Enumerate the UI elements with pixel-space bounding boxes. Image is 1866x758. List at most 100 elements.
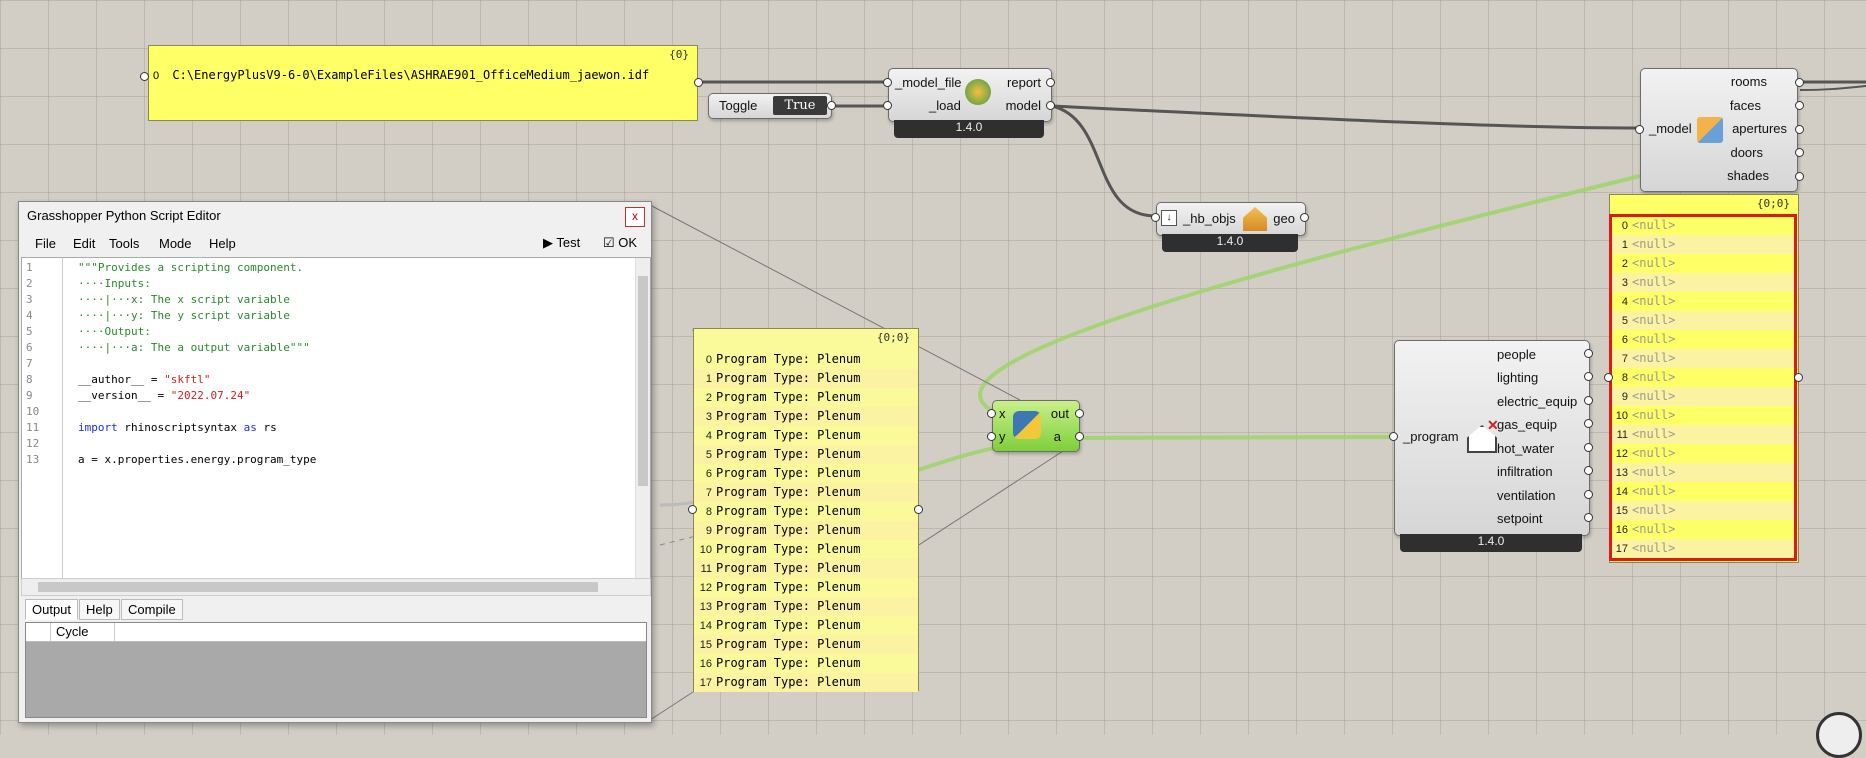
code-line: ····|···a: The a output variable""" (78, 341, 310, 354)
honeybee-energy-icon (965, 79, 991, 105)
output-list[interactable]: Cycle (25, 622, 647, 718)
output-grip[interactable] (1795, 148, 1804, 157)
input-model-file: _model_file (895, 75, 962, 90)
column-cycle: Cycle (56, 624, 89, 639)
input-grip[interactable] (987, 409, 996, 418)
null-output-panel[interactable]: {0;0} 0<null>1<null>2<null>3<null>4<null… (1609, 194, 1799, 563)
navigation-compass-icon[interactable] (1816, 712, 1862, 758)
lens-line-top (649, 204, 1021, 401)
line-number: 4 (26, 309, 33, 322)
menu-mode[interactable]: Mode (159, 236, 192, 251)
output-grip[interactable] (1584, 396, 1593, 405)
output-grip[interactable] (1584, 443, 1593, 452)
tab-help[interactable]: Help (79, 599, 120, 620)
close-icon: ✕ (1487, 417, 1499, 433)
deconstruct-program-component[interactable]: _program ✕ people lighting electric_equi… (1394, 340, 1590, 536)
output-header: Cycle (26, 623, 646, 642)
tab-output[interactable]: Output (25, 599, 79, 620)
ok-button[interactable]: ☑ OK (603, 235, 638, 250)
load-model-component[interactable]: _model_file _load report model (888, 68, 1052, 122)
line-number: 12 (26, 437, 40, 450)
output-people: people (1497, 347, 1537, 362)
input-grip[interactable] (1151, 213, 1160, 222)
output-grip[interactable] (1795, 125, 1804, 134)
input-grip[interactable] (883, 78, 892, 87)
list-item: 4<null> (1621, 294, 1676, 308)
list-item: 11<null> (1610, 425, 1798, 444)
output-hot-water: hot_water (1497, 441, 1555, 456)
line-number: 10 (26, 405, 40, 418)
window-title: Grasshopper Python Script Editor (27, 208, 221, 223)
python-script-component[interactable]: x y out a (992, 400, 1080, 452)
output-grip[interactable] (1300, 213, 1309, 222)
output-grip[interactable] (1584, 513, 1593, 522)
python-script-editor-window[interactable]: Grasshopper Python Script Editor x File … (18, 201, 652, 723)
checkmark-icon: ☑ (603, 235, 615, 250)
output-grip[interactable] (827, 101, 836, 110)
line-number: 9 (26, 389, 33, 402)
list-item: 9<null> (1610, 387, 1798, 406)
output-grip[interactable] (1794, 373, 1803, 382)
input-grip[interactable] (1389, 432, 1398, 441)
line-number: 11 (26, 421, 40, 434)
menu-edit[interactable]: Edit (73, 236, 96, 251)
output-rooms: rooms (1730, 74, 1767, 89)
input-grip[interactable] (1635, 125, 1644, 134)
code-line: ····Inputs: (78, 277, 151, 290)
arrow-down-icon: ↓ (1161, 210, 1177, 226)
input-grip[interactable] (987, 432, 996, 441)
input-grip[interactable] (688, 505, 697, 514)
output-grip[interactable] (1795, 78, 1804, 87)
output-lighting: lighting (1497, 370, 1539, 385)
input-grip[interactable] (1604, 373, 1613, 382)
output-grip[interactable] (1046, 78, 1055, 87)
output-model: model (1005, 98, 1041, 113)
list-item: 8<null> (1621, 370, 1676, 384)
output-grip[interactable] (914, 505, 923, 514)
code-line: __version__ = "2022.07.24" (78, 389, 251, 402)
output-grip[interactable] (1584, 372, 1593, 381)
output-setpoint: setpoint (1497, 511, 1543, 526)
menu-tools[interactable]: Tools (109, 236, 140, 251)
hb-visualize-component[interactable]: ↓ _hb_objs geo (1156, 202, 1306, 236)
file-path-panel[interactable]: {0} 0 C:\EnergyPlusV9-6-0\ExampleFiles\A… (148, 45, 698, 121)
python-icon (1013, 411, 1041, 439)
output-grip[interactable] (1584, 466, 1593, 475)
output-grip[interactable] (1795, 172, 1804, 181)
input-grip[interactable] (140, 72, 149, 81)
output-grip[interactable] (1075, 409, 1084, 418)
output-grip[interactable] (1046, 101, 1055, 110)
output-grip[interactable] (1795, 101, 1804, 110)
close-button[interactable]: x (625, 207, 645, 227)
output-doors: doors (1730, 145, 1763, 160)
input-grip[interactable] (883, 101, 892, 110)
list-item: 5<null> (1610, 311, 1798, 330)
output-grip[interactable] (1584, 419, 1593, 428)
output-grip[interactable] (1584, 490, 1593, 499)
tab-compile[interactable]: Compile (121, 599, 183, 620)
menu-help[interactable]: Help (209, 236, 236, 251)
version-label: 1.4.0 (1162, 234, 1298, 252)
menu-file[interactable]: File (35, 236, 56, 251)
horizontal-scrollbar[interactable] (21, 578, 651, 596)
vertical-scrollbar[interactable] (635, 258, 650, 578)
toggle-value[interactable]: True (773, 96, 827, 115)
boolean-toggle[interactable]: Toggle True (708, 93, 832, 119)
test-button[interactable]: ▶ Test (543, 235, 581, 250)
output-grip[interactable] (1075, 432, 1084, 441)
output-grip[interactable] (694, 78, 703, 87)
output-gas-equip: gas_equip (1497, 417, 1557, 432)
deconstruct-model-component[interactable]: _model rooms faces apertures doors shade… (1640, 68, 1798, 192)
output-grip[interactable] (1584, 349, 1593, 358)
